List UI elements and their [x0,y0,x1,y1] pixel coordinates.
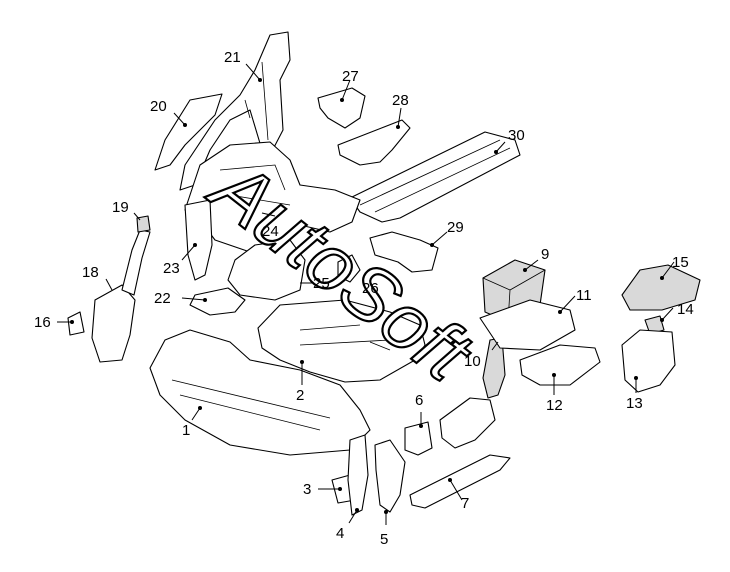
part-23 [184,199,213,281]
callout-10: 10 [464,353,481,370]
leader-lines [57,63,675,525]
part-shapes [67,31,701,516]
part-10-bracket [439,397,496,449]
leader-dots [70,78,664,514]
callout-23: 23 [163,260,180,277]
callout-5: 5 [380,531,388,548]
part-16 [67,311,85,336]
callout-6: 6 [415,392,423,409]
callout-26: 26 [362,280,379,297]
callout-14: 14 [677,301,694,318]
callout-4: 4 [336,525,344,542]
callout-25: 25 [313,275,330,292]
callout-27: 27 [342,68,359,85]
callout-21: 21 [224,49,241,66]
part-20 [154,93,223,171]
callout-13: 13 [626,395,643,412]
part-13 [621,329,676,393]
part-12 [519,344,601,386]
part-14 [644,315,665,335]
part-5 [374,439,406,513]
callout-16: 16 [34,314,51,331]
callout-15: 15 [672,254,689,271]
callout-2: 2 [296,387,304,404]
part-18 [91,284,136,363]
part-4 [347,434,369,516]
callout-30: 30 [508,127,525,144]
callout-28: 28 [392,92,409,109]
part-18-neck [121,229,151,296]
callout-1: 1 [182,422,190,439]
callout-19: 19 [112,199,129,216]
part-25 [227,239,306,301]
callout-7: 7 [461,495,469,512]
callout-9: 9 [541,246,549,263]
part-26 [337,254,361,283]
callout-24: 24 [262,223,279,240]
callout-11: 11 [576,287,592,304]
part-15 [621,264,701,311]
part-6 [404,421,433,456]
part-28 [337,119,411,166]
callout-18: 18 [82,264,99,281]
callouts: 1 2 3 4 5 6 7 9 10 11 12 13 14 15 16 18 … [34,49,694,548]
callout-12: 12 [546,397,563,414]
part-22 [189,287,246,316]
part-2 [257,299,426,383]
part-27 [317,87,366,129]
part-19 [136,215,151,233]
part-11 [479,299,576,351]
part-29 [369,231,439,273]
callout-22: 22 [154,290,171,307]
callout-3: 3 [303,481,311,498]
callout-20: 20 [150,98,167,115]
part-1 [149,329,371,456]
callout-29: 29 [447,219,464,236]
part-7 [409,454,511,509]
part-30 [349,131,521,223]
